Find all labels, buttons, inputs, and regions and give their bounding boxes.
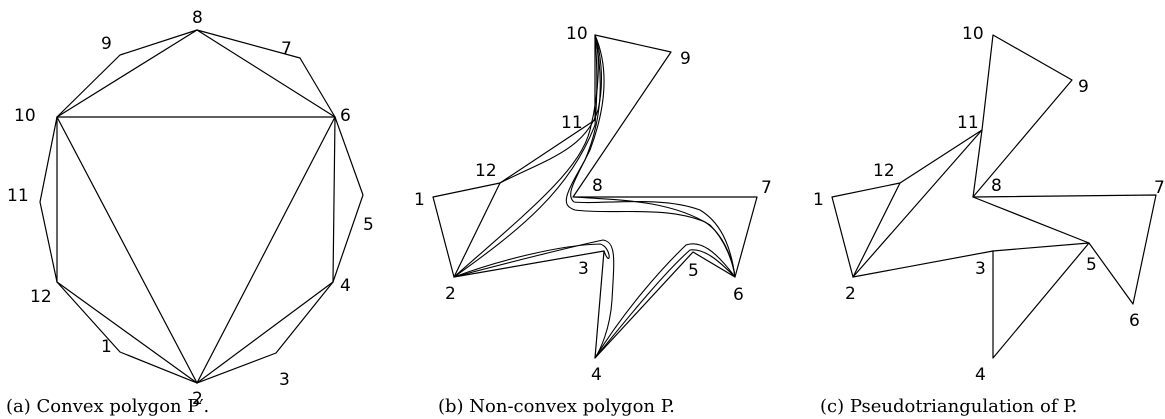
diagonal [972, 196, 1090, 244]
vertex-label: 1 [414, 190, 425, 210]
geodesic-paths [453, 34, 736, 359]
vertex-label: 3 [279, 370, 290, 390]
vertex-label: 10 [14, 106, 36, 126]
caption-c: (c) Pseudotriangulation of P. [820, 396, 1077, 417]
vertex-label: 4 [340, 276, 351, 296]
diagonal [332, 116, 336, 283]
vertex-label: 2 [845, 284, 856, 304]
geodesic-curve [594, 243, 736, 359]
vertex-label: 11 [7, 186, 29, 206]
vertex-labels: 1 2 3 4 5 6 7 8 9 10 11 12 [414, 24, 772, 385]
vertex-label: 4 [591, 365, 602, 385]
vertex-labels: 1 2 3 4 5 6 7 8 9 10 11 12 [813, 24, 1165, 385]
geodesic-curve [499, 34, 602, 184]
vertex-label: 5 [688, 261, 699, 281]
geodesic-curve [453, 243, 610, 278]
diagonal [196, 29, 336, 118]
diagonal [196, 116, 336, 384]
vertex-label: 8 [192, 8, 203, 28]
convex-polygon-outline [39, 29, 364, 384]
vertex-label: 10 [566, 24, 588, 44]
vertex-label: 7 [761, 178, 772, 198]
diagonal [852, 129, 983, 278]
vertex-label: 3 [578, 259, 589, 279]
vertex-label: 1 [101, 337, 112, 357]
vertex-label: 9 [101, 34, 112, 54]
vertex-label: 9 [1078, 77, 1089, 97]
geodesic-curve [572, 196, 736, 278]
chord [453, 182, 501, 278]
geodesic-curve [594, 249, 736, 359]
vertex-label: 7 [281, 39, 292, 59]
vertex-label: 6 [340, 106, 351, 126]
vertex-labels: 1 2 3 4 5 6 7 8 9 10 11 12 [7, 8, 374, 409]
vertex-label: 7 [1154, 178, 1165, 198]
diagonal [56, 29, 198, 118]
vertex-label: 11 [957, 113, 979, 133]
caption-a: (a) Convex polygon P′. [6, 396, 209, 417]
vertex-label: 10 [962, 24, 984, 44]
non-convex-polygon-outline [831, 34, 1157, 359]
vertex-label: 6 [1129, 311, 1140, 331]
panel-c: 1 2 3 4 5 6 7 8 9 10 11 12 (c) Pseudotri… [813, 24, 1165, 417]
vertex-label: 2 [445, 284, 456, 304]
diagonal [56, 116, 198, 384]
caption-b: (b) Non-convex polygon P. [438, 396, 675, 417]
diagonal [196, 281, 334, 384]
panel-a: 1 2 3 4 5 6 7 8 9 10 11 12 (a) Convex po… [6, 8, 374, 417]
geodesic-curve [453, 34, 599, 278]
geodesic-curve [570, 34, 736, 278]
vertex-label: 4 [975, 365, 986, 385]
vertex-label: 8 [991, 176, 1002, 196]
geodesic-curve [453, 34, 598, 278]
pseudotriangulation-edges [852, 129, 1090, 278]
vertex-label: 12 [475, 161, 497, 181]
vertex-label: 9 [680, 49, 691, 69]
vertex-label: 8 [592, 176, 603, 196]
diagonal [972, 129, 983, 198]
diagonal [852, 182, 901, 278]
diagonal [56, 281, 198, 384]
vertex-label: 12 [30, 287, 52, 307]
vertex-label: 1 [813, 190, 824, 210]
vertex-label: 11 [561, 113, 583, 133]
diagonal [992, 242, 1090, 252]
vertex-label: 3 [975, 259, 986, 279]
vertex-label: 5 [1086, 255, 1097, 275]
vertex-label: 12 [873, 161, 895, 181]
geodesic-curve [453, 239, 615, 359]
triangulation-edges [56, 29, 336, 384]
panel-b: 1 2 3 4 5 6 7 8 9 10 11 12 (b) Non-conve… [414, 24, 772, 417]
geodesic-curve [565, 34, 736, 278]
vertex-label: 2 [192, 389, 203, 409]
vertex-label: 6 [733, 285, 744, 305]
vertex-label: 5 [363, 215, 374, 235]
non-convex-polygon-outline [432, 34, 758, 359]
